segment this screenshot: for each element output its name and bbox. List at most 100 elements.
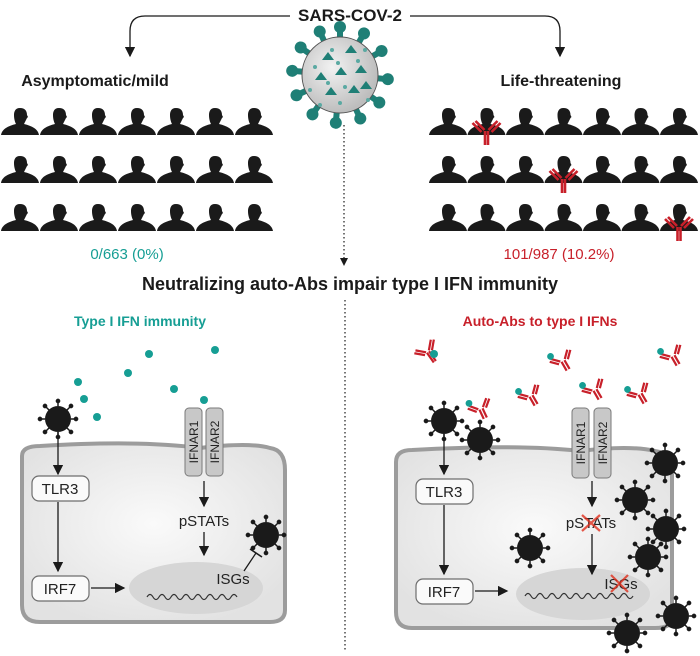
nucleus-left <box>129 562 263 614</box>
ifn-molecules <box>74 346 219 421</box>
person-icon <box>429 108 467 135</box>
virus-icon <box>645 508 687 550</box>
tlr3-label: TLR3 <box>426 484 463 501</box>
svg-text:IFNAR2: IFNAR2 <box>596 421 610 464</box>
person-icon <box>118 108 156 135</box>
person-icon <box>79 204 117 231</box>
group-label-severe: Life-threatening <box>501 73 622 90</box>
person-icon <box>157 204 195 231</box>
people-grid-mild <box>1 108 273 231</box>
blocked-x-icon <box>581 514 601 532</box>
person-icon <box>506 156 544 183</box>
person-icon <box>79 108 117 135</box>
person-icon <box>660 156 698 183</box>
person-icon <box>1 204 39 231</box>
person-icon <box>583 108 621 135</box>
person-icon <box>467 204 506 231</box>
arrow-to-severe <box>410 15 566 58</box>
person-icon <box>506 108 544 135</box>
virus-icon <box>245 514 287 556</box>
person-icon <box>429 204 467 231</box>
virus-icon <box>509 527 551 569</box>
person-icon <box>621 156 660 183</box>
tlr3-box <box>31 475 90 502</box>
panel-left: Type I IFN immunity IFNAR1 IFNAR2 TLR3 I… <box>20 313 287 624</box>
person-icon <box>1 108 39 135</box>
receptor-ifnar1: IFNAR1 <box>184 407 203 477</box>
person-icon <box>506 204 544 231</box>
person-icon <box>621 204 660 231</box>
person-icon <box>235 204 273 231</box>
antibody-ifn-icon <box>654 337 690 372</box>
main-title: Neutralizing auto-Abs impair type I IFN … <box>142 274 558 294</box>
person-icon <box>467 108 506 135</box>
antibody-ifn-icon <box>544 342 580 377</box>
virus-icon <box>606 612 648 654</box>
person-icon <box>660 204 698 231</box>
virus-icon <box>655 595 697 637</box>
irf7-label: IRF7 <box>44 581 77 598</box>
virus-label: SARS-COV-2 <box>298 6 402 25</box>
receptor-ifnar2: IFNAR2 <box>593 407 612 479</box>
sars-cov-2-virion-icon <box>286 21 394 129</box>
tlr3-box <box>415 478 474 505</box>
person-icon <box>157 108 195 135</box>
antibody-ifn-icon <box>463 390 498 425</box>
stat-severe: 101/987 (10.2%) <box>504 246 615 263</box>
antibody-ifn-icon <box>576 371 612 406</box>
autoantibodies <box>412 337 690 425</box>
panel-title-right: Auto-Abs to type I IFNs <box>463 313 618 329</box>
svg-text:IFNAR2: IFNAR2 <box>208 420 222 463</box>
person-icon <box>429 156 467 183</box>
person-icon <box>235 156 273 183</box>
dna-icon <box>524 592 634 600</box>
person-icon <box>235 108 273 135</box>
inhibition-bar <box>249 548 263 558</box>
person-icon <box>40 156 78 183</box>
stat-mild: 0/663 (0%) <box>90 246 163 263</box>
panel-right: Auto-Abs to type I IFNs IFNAR1 IFNAR2 TL… <box>394 313 697 654</box>
irf7-box <box>31 575 90 602</box>
blocked-x-icon <box>610 574 629 593</box>
person-icon <box>196 204 234 231</box>
group-label-mild: Asymptomatic/mild <box>21 73 169 90</box>
antibody-ifn-icon <box>621 375 657 410</box>
person-icon <box>118 204 156 231</box>
person-icon <box>40 204 78 231</box>
antibody-ifn-icon <box>512 377 548 412</box>
virus-icon <box>627 536 669 578</box>
panel-title-left: Type I IFN immunity <box>74 313 206 329</box>
person-icon <box>40 108 78 135</box>
isgs-label: ISGs <box>216 571 249 588</box>
person-icon <box>621 108 660 135</box>
person-icon <box>196 108 234 135</box>
svg-text:IFNAR1: IFNAR1 <box>574 421 588 464</box>
person-icon <box>583 204 621 231</box>
person-icon <box>157 156 195 183</box>
person-icon <box>467 156 506 183</box>
pstats-label: pSTATs <box>179 513 229 530</box>
person-icon <box>544 156 583 183</box>
virus-icon <box>459 419 501 461</box>
virus-icon <box>614 479 656 521</box>
tlr3-label: TLR3 <box>42 481 79 498</box>
person-icon <box>79 156 117 183</box>
arrow-to-mild <box>124 15 290 58</box>
person-icon <box>660 108 698 135</box>
virus-icon <box>644 442 686 484</box>
receptor-ifnar2: IFNAR2 <box>205 407 224 477</box>
person-icon <box>1 156 39 183</box>
receptor-ifnar1: IFNAR1 <box>571 407 590 479</box>
person-icon <box>583 156 621 183</box>
person-icon <box>196 156 234 183</box>
people-grid-severe <box>429 108 698 243</box>
antibody-icon <box>412 337 446 370</box>
person-icon <box>544 204 583 231</box>
dna-icon <box>146 593 238 601</box>
irf7-label: IRF7 <box>428 584 461 601</box>
person-icon <box>118 156 156 183</box>
irf7-box <box>415 578 474 605</box>
svg-text:IFNAR1: IFNAR1 <box>187 420 201 463</box>
dotted-arrow-head <box>340 258 348 266</box>
